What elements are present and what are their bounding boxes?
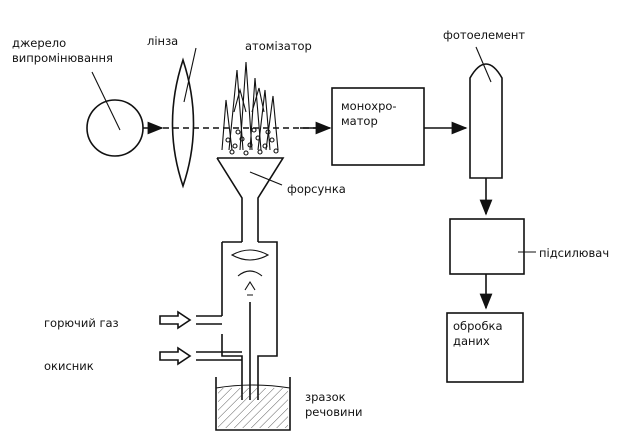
amplifier-label: підсилювач (539, 246, 609, 260)
amplifier-box (449, 218, 525, 275)
photocell-label: фотоелемент (443, 28, 525, 42)
lens-label: лінза (147, 34, 178, 48)
sample-label-line2: речовини (305, 405, 362, 419)
sample-beaker (215, 377, 291, 431)
oxidizer-arrow (159, 346, 192, 366)
lens (171, 57, 195, 189)
radiation-source (86, 99, 144, 157)
sample-liquid (218, 388, 288, 428)
fuel-gas-arrow (159, 310, 192, 330)
fuel-gas-label: горючий газ (44, 316, 119, 330)
data-processing-label-line1: обробка (453, 319, 503, 333)
data-processing-box (446, 312, 524, 383)
nozzle-label: форсунка (287, 182, 346, 196)
oxidizer-pipe (196, 351, 242, 361)
nozzle (216, 157, 285, 242)
atom-particles (225, 127, 279, 156)
data-processing-label-line2: даних (453, 334, 490, 348)
atomizer-flame (221, 61, 279, 151)
monochromator-label-line2: матор (341, 114, 378, 128)
oxidizer-label: окисник (44, 359, 94, 373)
atomizer-label: атомізатор (245, 39, 312, 53)
source-label-line1: джерело (12, 36, 66, 50)
monochromator-label-line1: монохро- (341, 99, 397, 113)
fuel-gas-pipe (196, 315, 222, 325)
sample-label-line1: зразок (305, 390, 346, 404)
photocell (469, 63, 503, 179)
source-label-line2: випромінювання (12, 51, 113, 65)
mixing-chamber (221, 241, 278, 400)
monochromator-box (331, 87, 425, 166)
